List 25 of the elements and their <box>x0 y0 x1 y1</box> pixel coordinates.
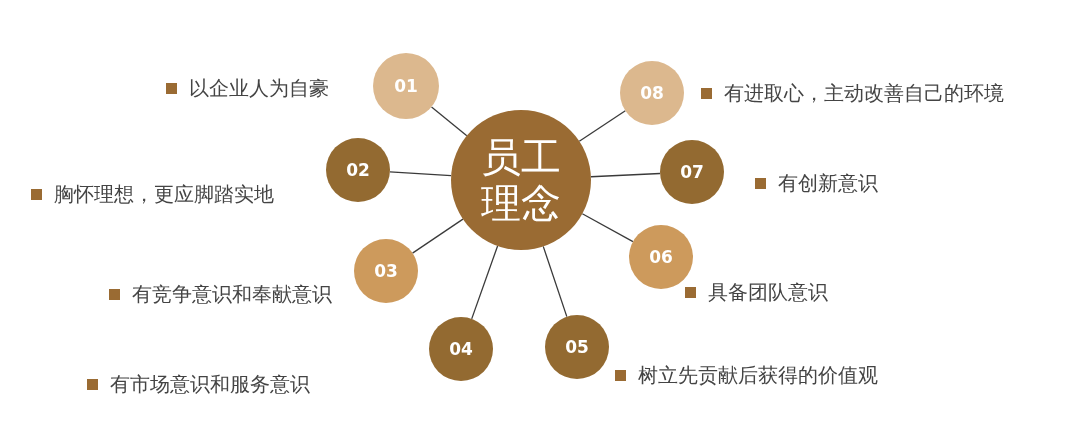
number-circle: 05 <box>545 315 609 379</box>
connector-line <box>542 245 568 318</box>
number-circle: 06 <box>629 225 693 289</box>
description-text: 树立先贡献后获得的价值观 <box>638 361 878 389</box>
description-text: 有创新意识 <box>778 169 878 197</box>
description-text: 具备团队意识 <box>708 278 828 306</box>
description-text: 有竞争意识和奉献意识 <box>132 280 332 308</box>
connector-line <box>389 171 452 177</box>
connector-line <box>578 110 626 142</box>
description-text: 有市场意识和服务意识 <box>110 370 310 398</box>
number-circle: 04 <box>429 317 493 381</box>
number-circle: 03 <box>354 239 418 303</box>
connector-line <box>590 172 661 178</box>
number-circle: 07 <box>660 140 724 204</box>
number-circle: 02 <box>326 138 390 202</box>
connector-line <box>581 213 634 243</box>
connector-line <box>411 218 464 254</box>
connector-line <box>430 106 468 137</box>
connector-line <box>471 245 499 320</box>
description-text: 以企业人为自豪 <box>189 74 329 102</box>
number-circle: 01 <box>373 53 439 119</box>
description-text: 胸怀理想，更应脚踏实地 <box>54 180 274 208</box>
number-circle: 08 <box>620 61 684 125</box>
description-text: 有进取心，主动改善自己的环境 <box>724 79 1004 107</box>
center-circle: 员工理念 <box>451 110 591 250</box>
